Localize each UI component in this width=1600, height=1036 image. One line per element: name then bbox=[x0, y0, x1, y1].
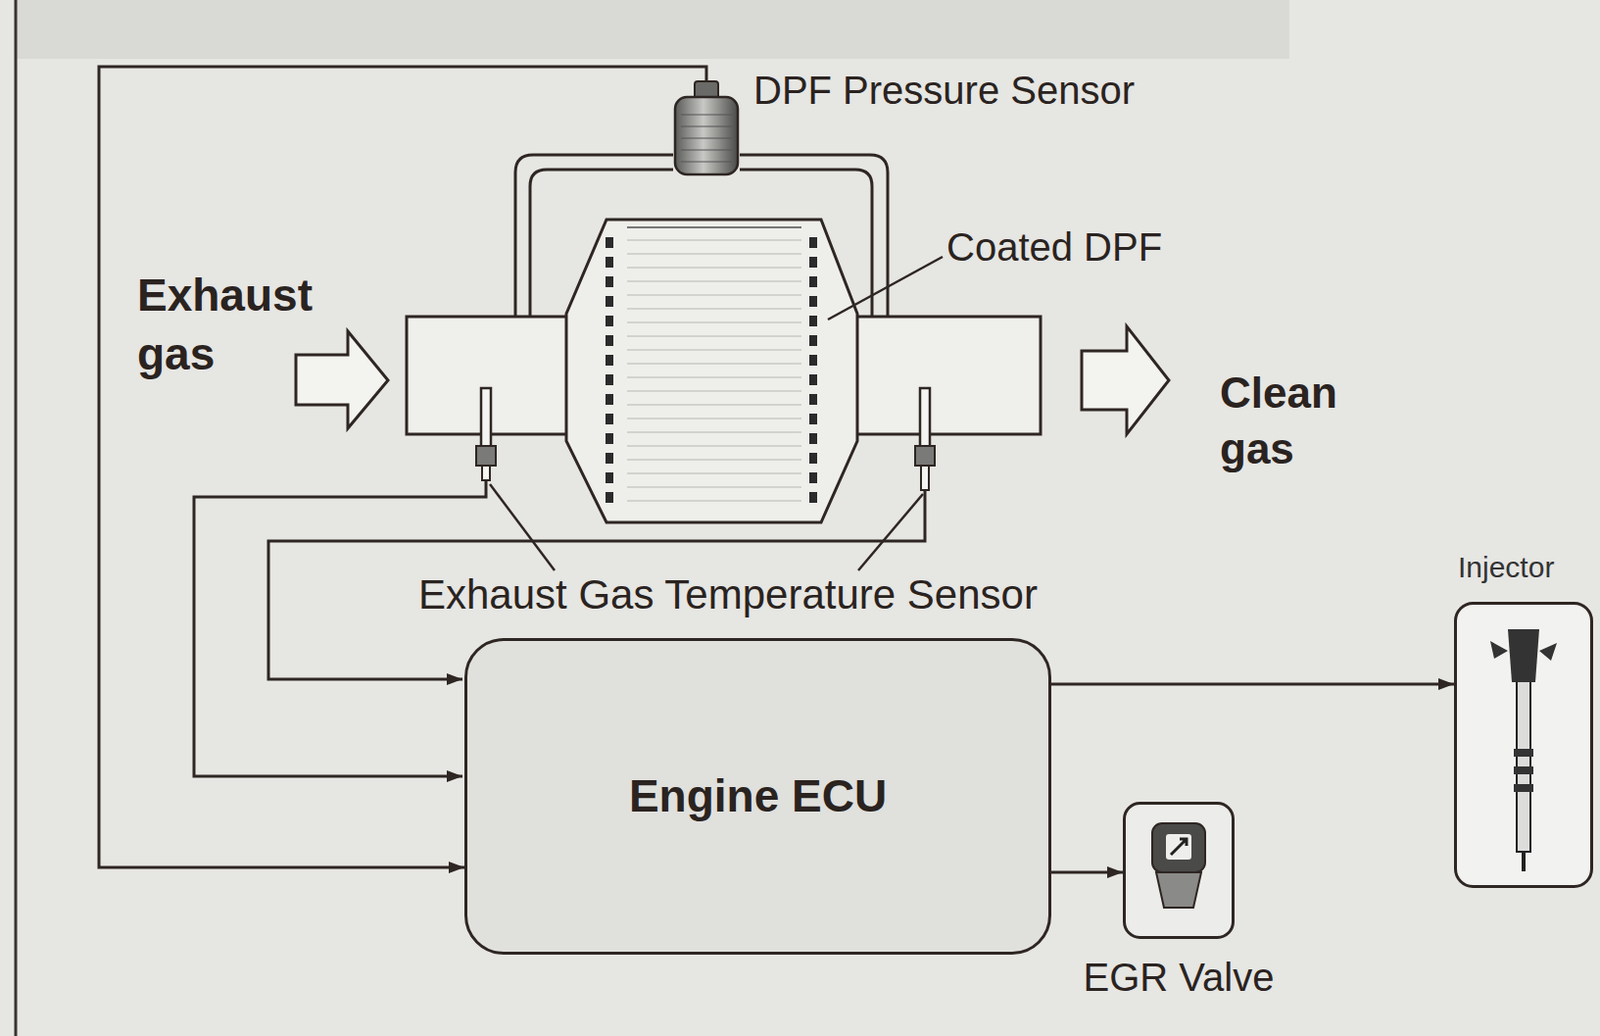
injector-band bbox=[1513, 766, 1534, 775]
node-heading: EGR Valve bbox=[1083, 954, 1275, 1000]
injector-nozzle bbox=[1521, 851, 1526, 872]
sensor-nut bbox=[476, 445, 496, 466]
injector-node: Injector bbox=[1454, 601, 1594, 888]
signal-connector bbox=[1051, 871, 1123, 874]
injector-head bbox=[1507, 629, 1540, 682]
temperature-sensor-left bbox=[476, 387, 496, 481]
outlet-plugs bbox=[809, 237, 818, 508]
sensor-probe bbox=[920, 387, 930, 451]
sensor-ridge bbox=[680, 149, 732, 151]
egr-actuator bbox=[1152, 823, 1206, 873]
egr-node: EGR Valve bbox=[1122, 801, 1235, 939]
injector-port bbox=[1490, 640, 1557, 661]
injector-icon bbox=[1454, 601, 1594, 888]
leader-lines bbox=[489, 256, 943, 571]
egr-body bbox=[1156, 872, 1202, 908]
sensor-nut bbox=[915, 445, 935, 466]
outlet-pipe bbox=[844, 316, 1041, 435]
injector-band bbox=[1513, 783, 1534, 792]
part-label: Coated DPF bbox=[946, 221, 1163, 273]
sensor-tail bbox=[921, 465, 929, 490]
sensor-ridge bbox=[680, 114, 732, 116]
inlet-pipe bbox=[406, 316, 579, 435]
sensor-ridge bbox=[680, 138, 732, 140]
sensor-icon bbox=[673, 81, 740, 177]
sensor-tail bbox=[482, 465, 490, 481]
egr-symbol bbox=[1170, 838, 1187, 855]
filter-cells bbox=[627, 229, 802, 514]
dpf-leader bbox=[827, 256, 943, 320]
temp-leader-right bbox=[858, 493, 923, 571]
egr-frame bbox=[1124, 803, 1234, 938]
part-label: Exhaust gas bbox=[137, 266, 339, 385]
sensor-node: DPF Pressure Sensor bbox=[673, 81, 740, 177]
part-label: Clean gas bbox=[1219, 364, 1382, 477]
scan-shade bbox=[15, 0, 1290, 59]
canister-edge bbox=[627, 226, 802, 229]
frame-line bbox=[14, 0, 18, 1036]
sensor-ridge bbox=[680, 161, 732, 163]
egr-icon bbox=[1122, 801, 1235, 939]
signal-connector bbox=[1051, 682, 1455, 686]
sensor-body bbox=[675, 96, 738, 175]
sensor-ridge bbox=[680, 126, 732, 128]
sensor-probe bbox=[481, 387, 491, 451]
injector-frame bbox=[1455, 603, 1593, 887]
temp-wire-left bbox=[193, 480, 486, 776]
node-heading: Injector bbox=[1457, 550, 1554, 585]
injector-band bbox=[1513, 748, 1534, 757]
inlet-plugs bbox=[605, 237, 614, 508]
node-heading: DPF Pressure Sensor bbox=[753, 67, 1135, 113]
ecu-node: Engine ECU bbox=[464, 637, 1052, 955]
temp-leader-left bbox=[489, 484, 555, 571]
egr-window bbox=[1165, 833, 1192, 860]
part-label: Exhaust Gas Temperature Sensor bbox=[418, 568, 1038, 623]
dpf-canister bbox=[566, 219, 858, 523]
inflow-arrow bbox=[295, 331, 388, 429]
node-title: Engine ECU bbox=[629, 770, 887, 823]
outflow-arrow bbox=[1081, 326, 1169, 435]
temperature-sensor-right bbox=[915, 387, 935, 490]
